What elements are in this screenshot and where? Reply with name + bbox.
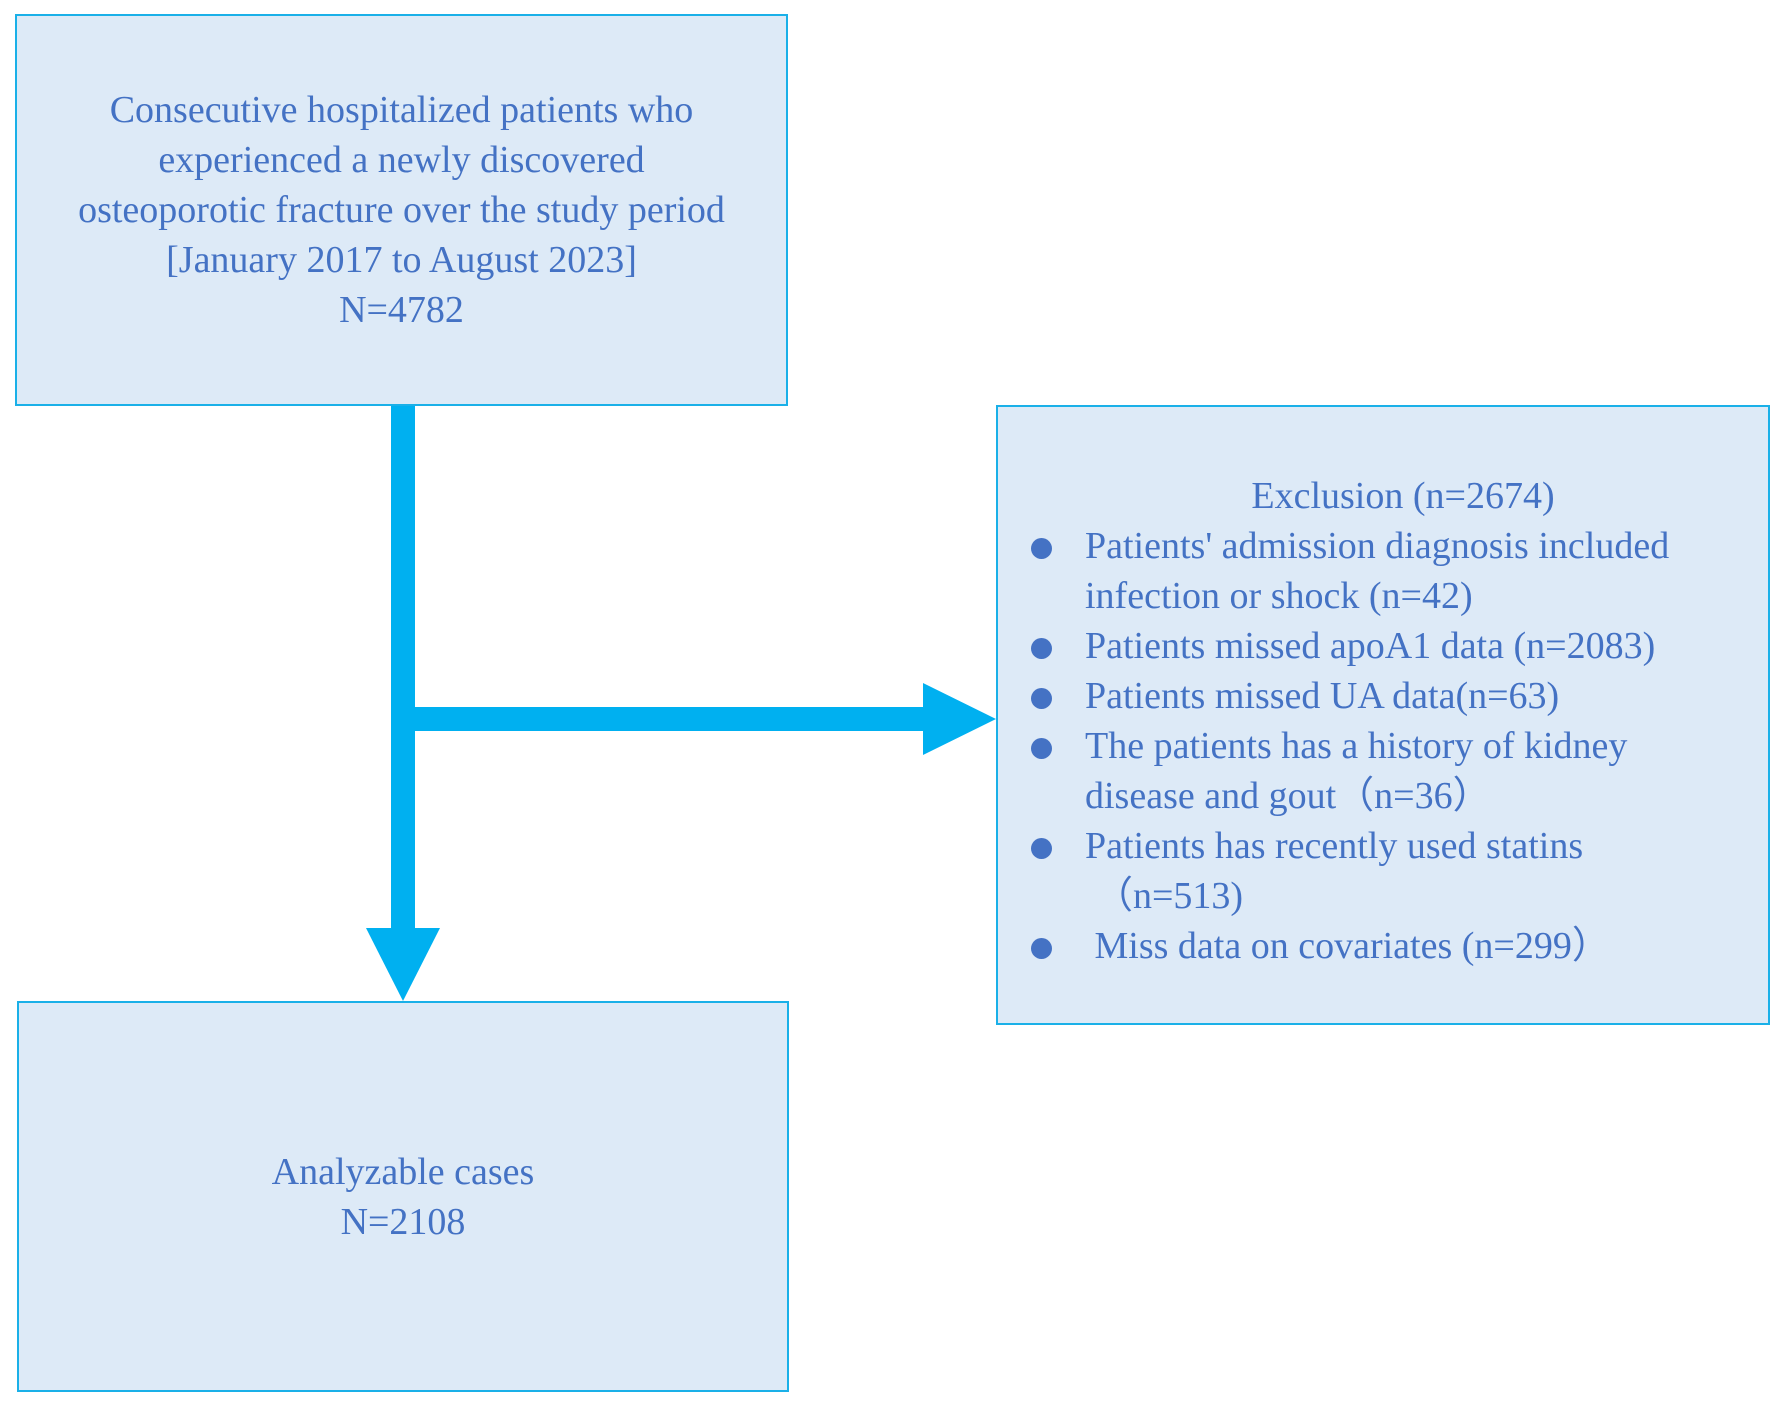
- horizontal-arrow-shaft: [403, 707, 925, 731]
- exclusion-item-line: Patients missed apoA1 data (n=2083): [1085, 625, 1656, 667]
- exclusion-list: Patients' admission diagnosis included i…: [1028, 521, 1748, 971]
- enrollment-line: experienced a newly discovered: [158, 139, 645, 181]
- exclusion-item-line: Patients has recently used statins: [1085, 825, 1584, 867]
- enrollment-line: Consecutive hospitalized patients who: [109, 89, 694, 131]
- exclusion-item-line: infection or shock (n=42): [1085, 575, 1473, 617]
- enrollment-count: N=4782: [339, 289, 464, 331]
- bullet-icon: [1031, 738, 1052, 759]
- bullet-icon: [1031, 838, 1052, 859]
- exclusion-item-line: disease and gout（n=36）: [1085, 775, 1491, 817]
- analyzable-count: N=2108: [340, 1200, 466, 1243]
- exclusion-item-line: Miss data on covariates (n=299）: [1085, 925, 1610, 967]
- exclusion-item-line: Patients missed UA data(n=63): [1085, 675, 1560, 717]
- exclusion-item: The patients has a history of kidney dis…: [1028, 721, 1748, 821]
- enrollment-box: Consecutive hospitalized patients who ex…: [15, 14, 788, 406]
- bullet-icon: [1031, 938, 1052, 959]
- analyzable-label: Analyzable cases: [271, 1150, 535, 1193]
- vertical-arrow-shaft: [391, 406, 415, 930]
- exclusion-item-line: The patients has a history of kidney: [1085, 725, 1628, 767]
- exclusion-item: Patients' admission diagnosis included i…: [1028, 521, 1748, 621]
- bullet-icon: [1031, 638, 1052, 659]
- bullet-icon: [1031, 538, 1052, 559]
- exclusion-item: Patients missed apoA1 data (n=2083): [1028, 621, 1748, 671]
- bullet-icon: [1031, 688, 1052, 709]
- analyzable-box: Analyzable cases N=2108: [17, 1001, 789, 1392]
- enrollment-line: [January 2017 to August 2023]: [166, 239, 637, 281]
- enrollment-line: osteoporotic fracture over the study per…: [78, 189, 725, 231]
- exclusion-title: Exclusion (n=2674): [1251, 475, 1555, 517]
- exclusion-box: Exclusion (n=2674) Patients' admission d…: [996, 405, 1770, 1025]
- exclusion-item: Miss data on covariates (n=299）: [1028, 921, 1748, 971]
- right-arrow-head: [923, 683, 996, 755]
- exclusion-item: Patients has recently used statins （n=51…: [1028, 821, 1748, 921]
- exclusion-item-line: Patients' admission diagnosis included: [1085, 525, 1670, 567]
- down-arrow-head: [366, 928, 440, 1001]
- exclusion-item-line: （n=513): [1095, 875, 1244, 917]
- exclusion-item: Patients missed UA data(n=63): [1028, 671, 1748, 721]
